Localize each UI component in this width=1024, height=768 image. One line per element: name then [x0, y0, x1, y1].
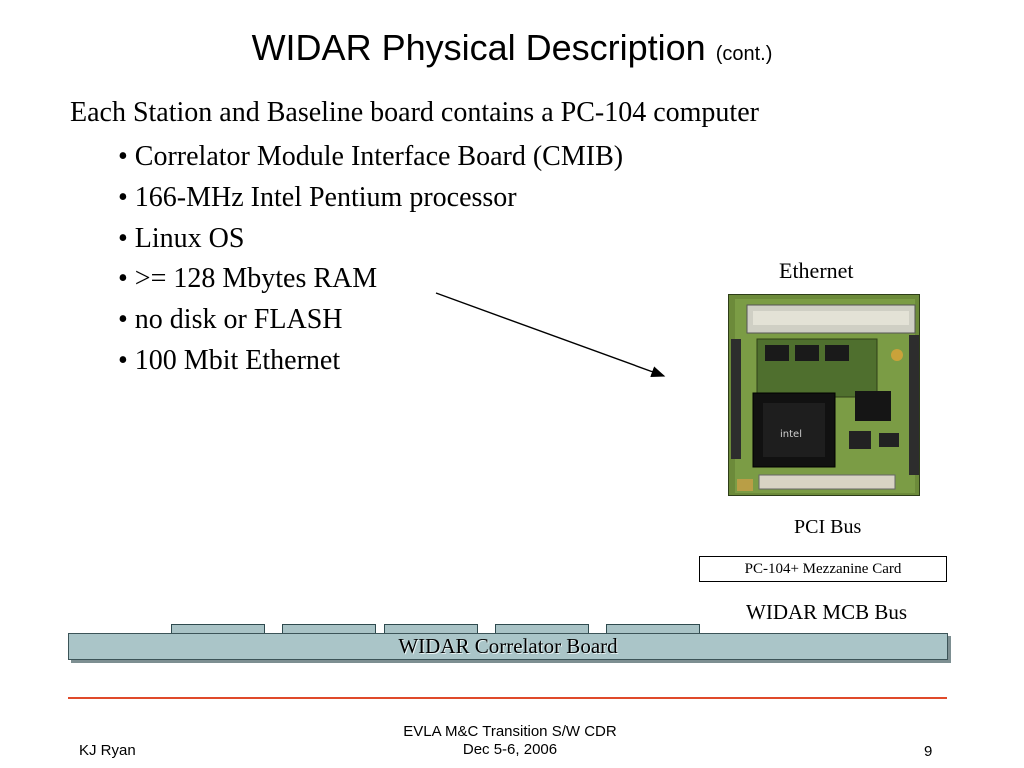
footer-event: EVLA M&C Transition S/W CDR Dec 5-6, 200…	[330, 723, 690, 759]
ethernet-label: Ethernet	[779, 258, 854, 283]
pci-bus-label: PCI Bus	[794, 516, 862, 538]
mcb-bus-label: WIDAR MCB Bus	[746, 600, 908, 624]
bullet-item: • Linux OS	[118, 222, 245, 254]
footer-divider	[68, 697, 947, 699]
bullet-item: • no disk or FLASH	[118, 304, 343, 336]
footer-author: KJ Ryan	[79, 742, 136, 759]
pc104-board-icon: intel	[729, 295, 919, 495]
mezzanine-card: PC-104+ Mezzanine Card	[699, 556, 947, 582]
pc104-board-photo: intel	[728, 294, 920, 496]
bullet-item: • Correlator Module Interface Board (CMI…	[118, 141, 624, 172]
slide-title: WIDAR Physical Description (cont.)	[0, 26, 1024, 76]
lead-text: Each Station and Baseline board contains…	[70, 97, 759, 128]
footer-event-line1: EVLA M&C Transition S/W CDR	[403, 723, 617, 740]
footer-page-number: 9	[924, 743, 933, 760]
bullet-item: • 166-MHz Intel Pentium processor	[118, 181, 517, 213]
svg-text:intel: intel	[780, 429, 802, 440]
correlator-board: WIDAR Correlator Board	[68, 633, 948, 660]
bullet-item: • >= 128 Mbytes RAM	[118, 263, 378, 295]
slide-title-suffix: (cont.)	[715, 43, 773, 65]
bullet-item: • 100 Mbit Ethernet	[118, 344, 341, 376]
slide-title-text: WIDAR Physical Description	[251, 27, 706, 68]
footer-event-line2: Dec 5-6, 2006	[462, 741, 558, 758]
bullet-list: • Correlator Module Interface Board (CMI…	[118, 137, 623, 382]
